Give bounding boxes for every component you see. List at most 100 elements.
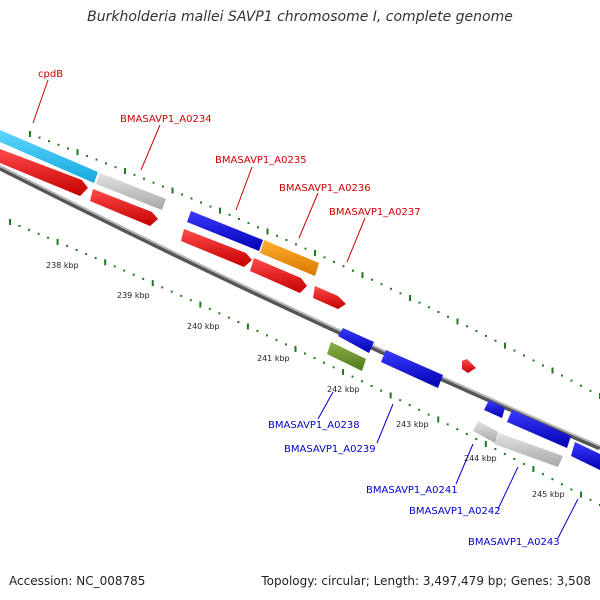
minor-tick — [523, 354, 525, 357]
minor-tick — [513, 457, 516, 460]
minor-tick — [114, 166, 117, 169]
minor-tick — [589, 389, 592, 392]
minor-tick — [28, 228, 31, 231]
gene-label-BMASAVP1_A0241: BMASAVP1_A0241 — [366, 485, 458, 496]
major-tick — [29, 131, 31, 137]
minor-tick — [570, 379, 573, 382]
minor-tick — [228, 213, 231, 216]
minor-tick — [47, 236, 50, 239]
minor-tick — [399, 292, 402, 295]
minor-tick — [541, 473, 544, 476]
minor-tick — [94, 257, 97, 260]
minor-tick — [465, 433, 468, 436]
major-tick — [389, 392, 392, 399]
minor-tick — [200, 201, 202, 204]
minor-tick — [304, 247, 307, 250]
minor-tick — [38, 136, 41, 139]
minor-tick — [48, 140, 50, 143]
minor-tick — [446, 423, 449, 426]
minor-tick — [351, 375, 354, 378]
minor-tick — [113, 265, 116, 268]
minor-tick — [399, 399, 402, 402]
minor-tick — [380, 389, 383, 392]
tick-rings — [9, 131, 600, 506]
gene-label-BMASAVP1_A0237: BMASAVP1_A0237 — [329, 207, 421, 218]
gene-BMASAVP1_A0238-feature — [327, 342, 366, 371]
minor-tick — [503, 452, 506, 455]
minor-tick — [208, 307, 211, 310]
major-tick — [9, 219, 11, 225]
major-tick — [437, 416, 440, 423]
major-tick — [76, 149, 79, 156]
accession-text: Accession: NC_008785 — [9, 574, 146, 588]
major-tick — [56, 238, 59, 245]
minor-tick — [418, 408, 421, 411]
major-tick — [266, 228, 269, 235]
minor-tick — [85, 253, 88, 256]
minor-tick — [105, 162, 107, 165]
minor-tick — [133, 173, 136, 176]
minor-tick — [66, 244, 69, 247]
minor-tick — [227, 316, 230, 319]
major-tick — [532, 466, 535, 473]
backbone — [0, 165, 600, 451]
minor-tick — [257, 226, 259, 229]
minor-tick — [37, 232, 40, 235]
minor-tick — [494, 447, 497, 450]
major-tick — [484, 440, 487, 447]
minor-tick — [285, 239, 288, 242]
minor-tick — [86, 154, 88, 157]
minor-tick — [437, 311, 440, 314]
major-tick — [579, 491, 582, 498]
minor-tick — [237, 321, 240, 324]
minor-tick — [170, 290, 173, 293]
minor-tick — [333, 260, 335, 263]
minor-tick — [238, 217, 240, 220]
minor-tick — [485, 334, 487, 337]
gene-label-BMASAVP1_A0238: BMASAVP1_A0238 — [268, 420, 360, 431]
major-tick — [409, 295, 411, 301]
minor-tick — [265, 334, 268, 337]
gene-label-BMASAVP1_A0236: BMASAVP1_A0236 — [279, 183, 371, 194]
minor-tick — [275, 338, 278, 341]
minor-tick — [560, 483, 563, 486]
major-tick — [551, 367, 554, 374]
minor-tick — [180, 294, 183, 297]
major-tick — [219, 207, 221, 214]
minor-tick — [542, 364, 544, 367]
gene-BMASAVP1_A0241-feature — [473, 421, 498, 443]
gene-label-BMASAVP1_A0234: BMASAVP1_A0234 — [120, 114, 212, 125]
gene-BMASAVP1_A0243-feature — [484, 400, 600, 470]
minor-tick — [532, 359, 535, 362]
minor-tick — [142, 277, 145, 280]
minor-tick — [190, 197, 193, 200]
minor-tick — [551, 478, 554, 481]
gene-label-BMASAVP1_A0242: BMASAVP1_A0242 — [409, 506, 501, 517]
label-leaders — [32, 79, 579, 539]
gene-BMASAVP1_A0235-feature — [187, 211, 263, 251]
minor-tick — [152, 181, 155, 184]
major-tick — [342, 368, 345, 375]
minor-tick — [475, 330, 478, 333]
minor-tick — [123, 269, 126, 272]
gene-BMASAVP1_A0242-feature — [494, 433, 563, 467]
minor-tick — [456, 428, 459, 431]
minor-tick — [342, 265, 345, 268]
topology-text: Topology: circular; Length: 3,497,479 bp… — [261, 574, 591, 588]
minor-tick — [75, 248, 78, 251]
minor-tick — [295, 243, 297, 246]
major-tick — [294, 345, 297, 352]
minor-tick — [18, 224, 21, 227]
minor-tick — [466, 325, 468, 328]
tick-label-245: 245 kbp — [532, 490, 565, 499]
major-tick — [104, 259, 107, 266]
minor-tick — [332, 366, 335, 369]
gene-cpdB-feature — [0, 130, 98, 183]
minor-tick — [522, 462, 525, 465]
minor-tick — [161, 286, 164, 289]
major-tick — [171, 187, 174, 194]
minor-tick — [370, 384, 373, 387]
minor-tick — [67, 147, 69, 150]
minor-tick — [284, 343, 287, 346]
